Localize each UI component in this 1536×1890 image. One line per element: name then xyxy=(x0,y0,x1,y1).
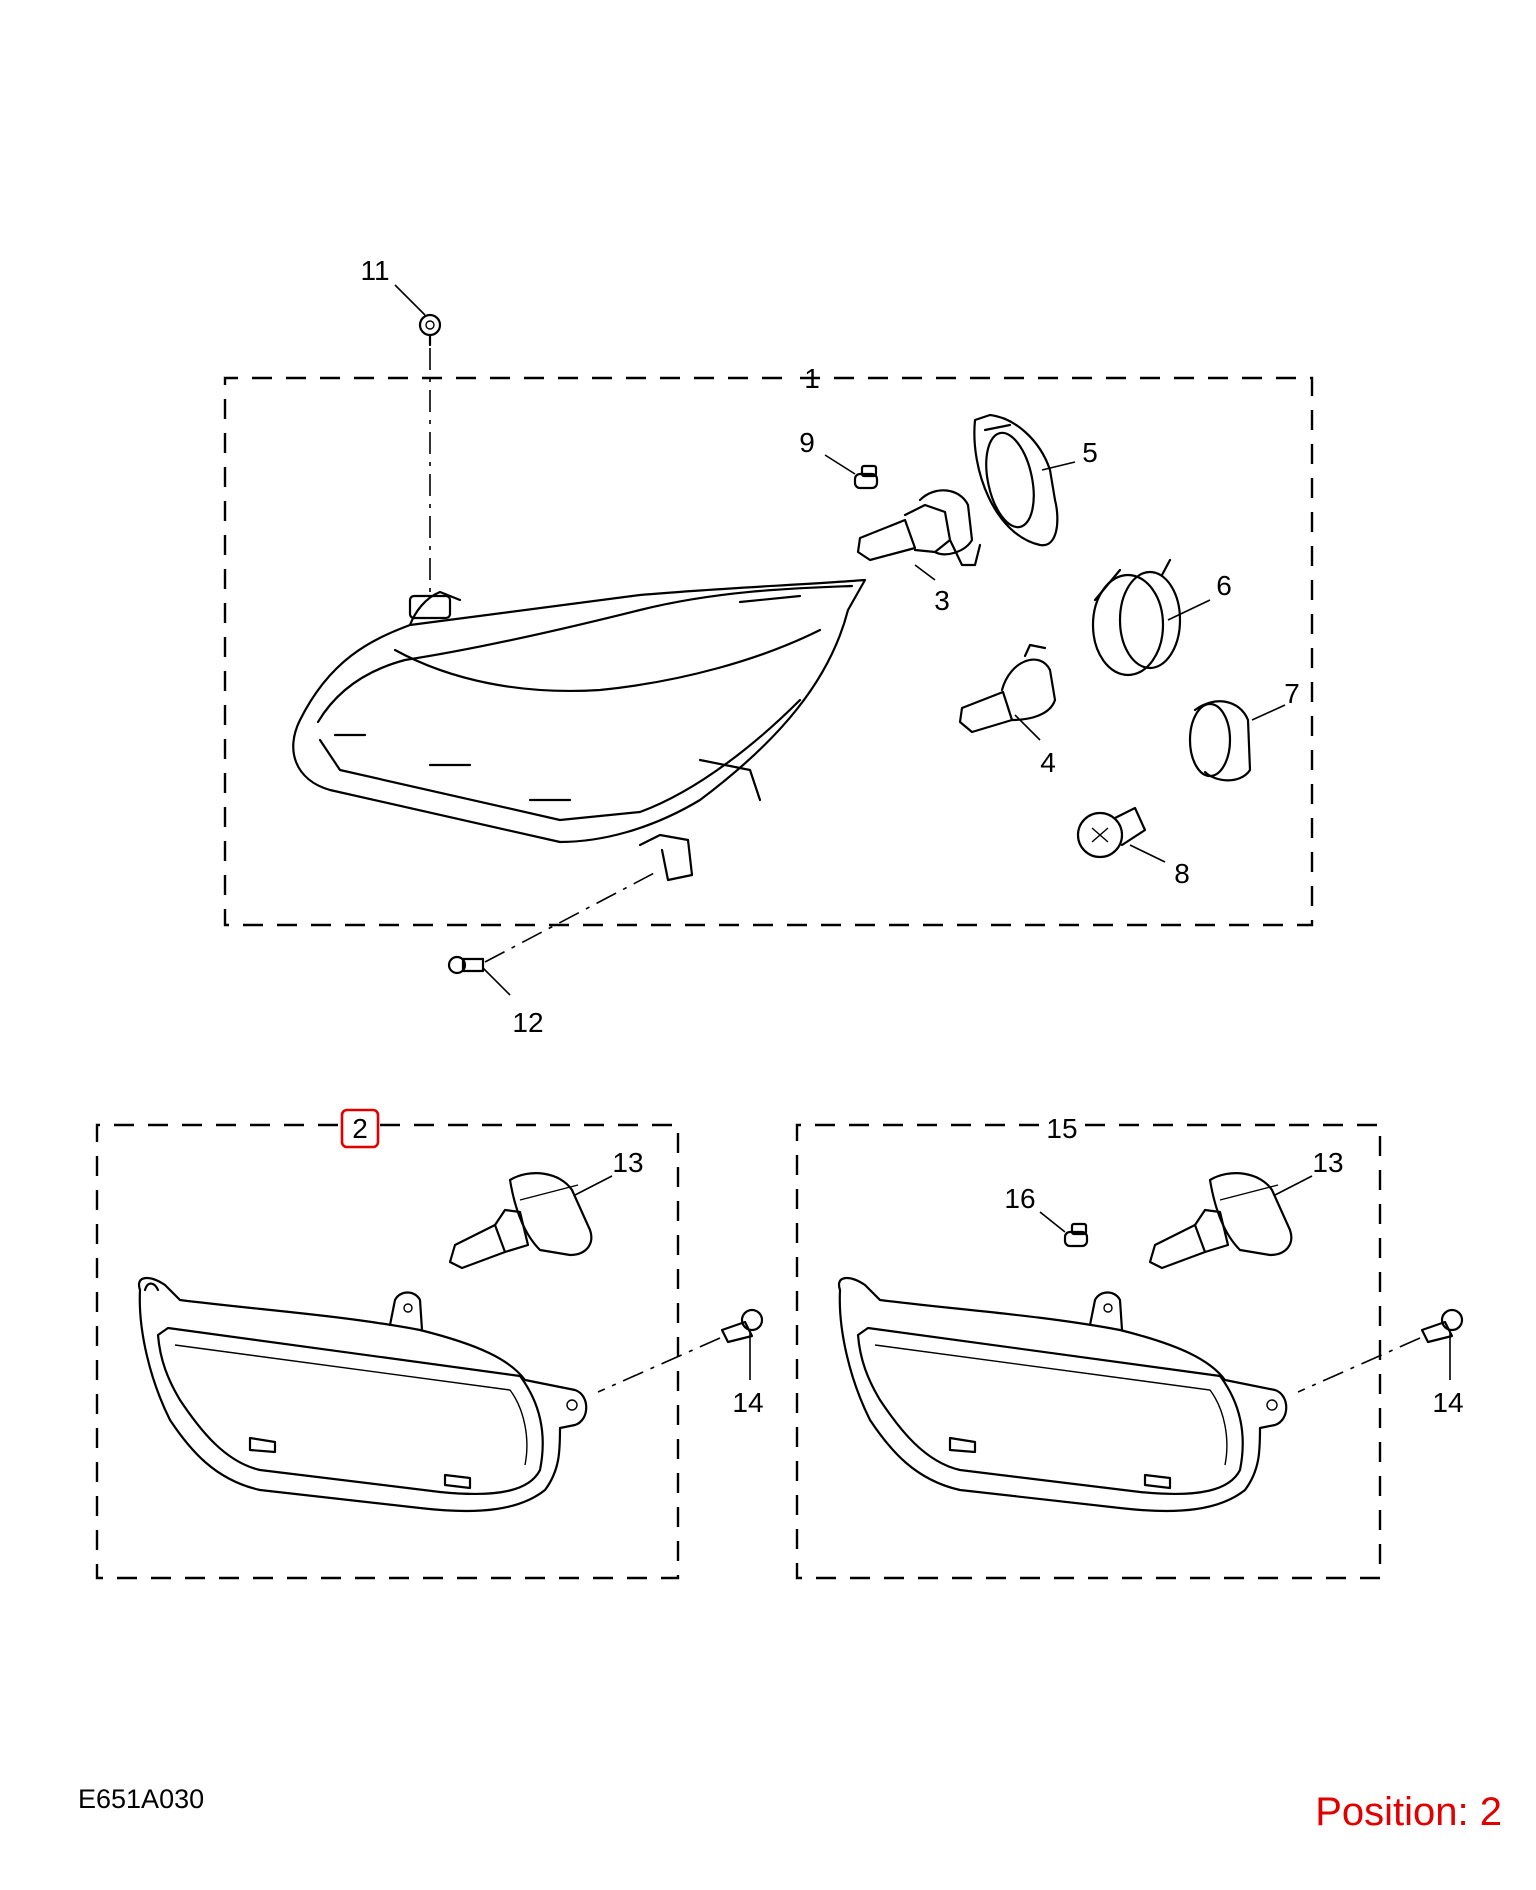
callout-1: 1 xyxy=(804,363,820,394)
bulb-9 xyxy=(853,464,879,490)
fog-lamp-right-group: 15 xyxy=(795,1113,1464,1580)
selected-callout-highlight xyxy=(340,1108,380,1149)
screw-11 xyxy=(418,313,442,347)
group-frame-1 xyxy=(223,376,1314,927)
axis-line-14-left xyxy=(597,1337,721,1393)
bulb-3 xyxy=(856,489,982,567)
drawing-code: E651A030 xyxy=(78,1784,204,1814)
callout-8: 8 xyxy=(1174,858,1190,889)
screw-14-left xyxy=(720,1308,764,1344)
callout-9: 9 xyxy=(799,427,815,458)
callout-4: 4 xyxy=(1040,747,1056,778)
callout-13-left: 13 xyxy=(612,1147,643,1178)
bulb-8 xyxy=(1076,806,1147,859)
fog-bulb-13-left xyxy=(448,1172,593,1270)
headlamp-housing xyxy=(292,578,867,882)
callout-13-right: 13 xyxy=(1312,1147,1343,1178)
pin-12 xyxy=(447,955,485,975)
fog-lamp-left-group: 2 13 14 xyxy=(95,1108,764,1580)
callout-11: 11 xyxy=(360,255,389,286)
callout-14-left: 14 xyxy=(732,1387,763,1418)
headlamp-assembly-group: 1 3 4 5 6 7 8 9 11 12 xyxy=(223,255,1314,1038)
callout-15: 15 xyxy=(1046,1113,1077,1144)
callout-5: 5 xyxy=(1082,437,1098,468)
seal-ring-6 xyxy=(1091,558,1182,677)
socket-7 xyxy=(1188,700,1252,782)
callout-2: 2 xyxy=(352,1113,368,1144)
callout-3: 3 xyxy=(934,585,950,616)
callout-16: 16 xyxy=(1004,1183,1035,1214)
fog-lamp-housing-left xyxy=(137,1277,588,1513)
screw-14-right xyxy=(1420,1308,1464,1344)
callout-7: 7 xyxy=(1284,678,1300,709)
bulb-16 xyxy=(1063,1222,1089,1248)
group-frame-15 xyxy=(795,1123,1382,1580)
axis-line-12 xyxy=(484,869,661,963)
callout-12: 12 xyxy=(512,1007,543,1038)
fog-lamp-housing-right xyxy=(837,1277,1288,1513)
bulb-4 xyxy=(958,643,1057,734)
callout-6: 6 xyxy=(1216,570,1232,601)
position-indicator: Position: 2 xyxy=(1315,1790,1502,1834)
group-frame-2 xyxy=(95,1123,680,1580)
retaining-ring-5 xyxy=(973,413,1059,547)
callout-14-right: 14 xyxy=(1432,1387,1463,1418)
fog-bulb-13-right xyxy=(1148,1172,1293,1270)
axis-line-14-right xyxy=(1297,1337,1421,1393)
